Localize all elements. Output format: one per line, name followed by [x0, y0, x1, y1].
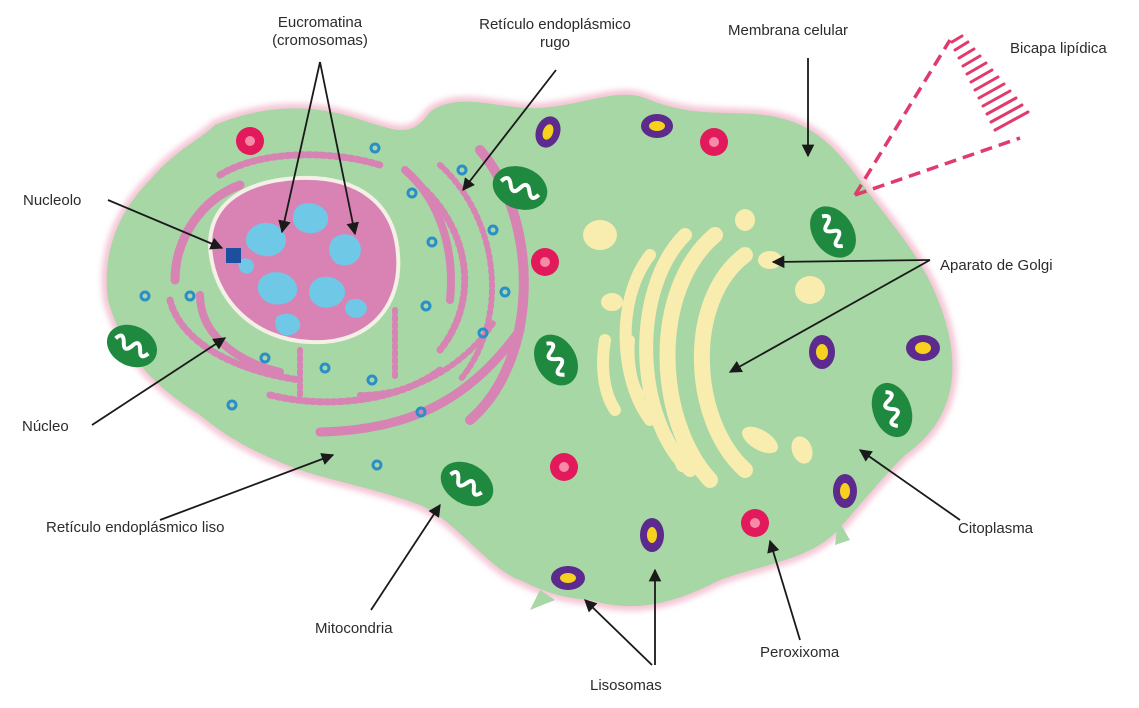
lysosome [640, 518, 664, 552]
label-membrana-celular: Membrana celular [728, 22, 848, 40]
label-eucromatina-line2: (cromosomas) [245, 32, 395, 50]
bilayer-inset [855, 40, 1020, 195]
label-reticulo-liso: Retículo endoplásmico liso [46, 519, 224, 537]
peroxisome [700, 128, 728, 156]
label-bicapa-lipidica: Bicapa lipídica [1010, 40, 1107, 58]
lysosome [551, 566, 585, 590]
label-nucleolo: Nucleolo [23, 192, 81, 210]
nucleolus [226, 248, 241, 263]
label-rough-er: Retículo endoplásmico rugo [440, 16, 670, 52]
lysosome [641, 114, 673, 138]
peroxisome [531, 248, 559, 276]
label-rough-er-line2: rugo [440, 34, 670, 52]
label-aparato-de-golgi: Aparato de Golgi [940, 257, 1053, 275]
label-citoplasma: Citoplasma [958, 520, 1033, 538]
peroxisome [741, 509, 769, 537]
label-mitocondria: Mitocondria [315, 620, 393, 638]
label-nucleo: Núcleo [22, 418, 69, 436]
label-lisosomas: Lisosomas [590, 677, 662, 695]
label-rough-er-line1: Retículo endoplásmico [440, 16, 670, 34]
lysosome [809, 335, 835, 369]
peroxisome [236, 127, 264, 155]
peroxisome [550, 453, 578, 481]
label-peroxixoma: Peroxixoma [760, 644, 839, 662]
label-eucromatina-line1: Eucromatina [245, 14, 395, 32]
lysosome [906, 335, 940, 361]
label-eucromatina: Eucromatina (cromosomas) [245, 14, 395, 50]
lysosome [833, 474, 857, 508]
